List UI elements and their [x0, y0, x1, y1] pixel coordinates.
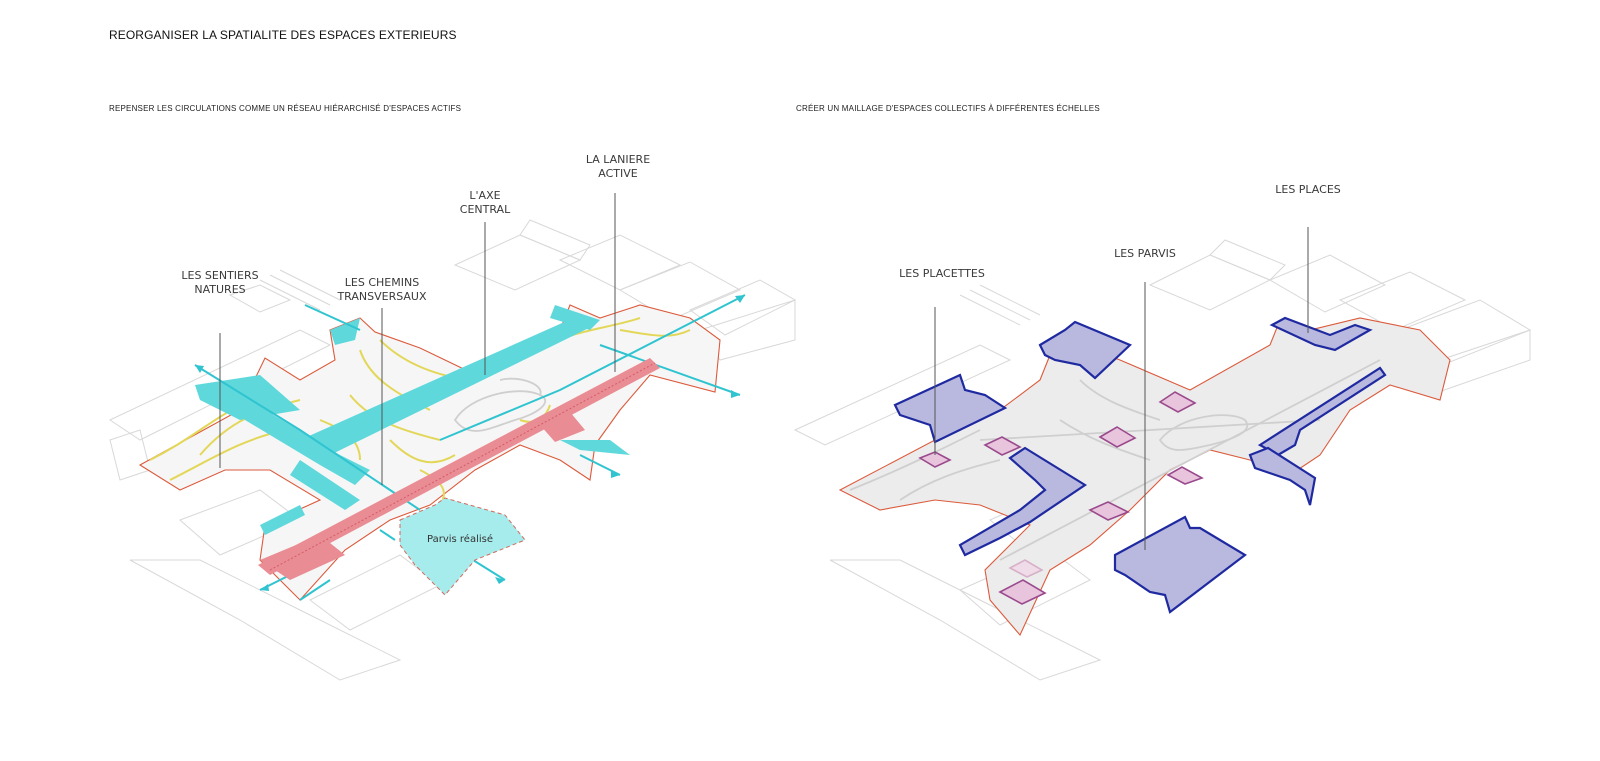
active-strip	[258, 358, 660, 580]
label-parvis: LES PARVIS	[1114, 247, 1176, 260]
left-subtitle: REPENSER LES CIRCULATIONS COMME UN RÉSEA…	[109, 104, 462, 113]
circulation-arrows	[194, 294, 746, 601]
place-right-small	[1248, 446, 1317, 506]
place-top-left	[893, 373, 1008, 444]
page-title: REORGANISER LA SPATIALITE DES ESPACES EX…	[109, 28, 457, 42]
label-axe-line1: L'AXE	[469, 189, 500, 202]
circulation-network	[195, 305, 630, 535]
place-bottom-large	[1113, 515, 1247, 614]
label-sentiers-line2: NATURES	[194, 283, 245, 296]
places-areas	[893, 316, 1387, 614]
label-chemins-line2: TRANSVERSAUX	[336, 290, 427, 303]
label-axe-line2: CENTRAL	[460, 203, 511, 216]
parvis-realise-area	[399, 497, 526, 596]
label-chemins-line1: LES CHEMINS	[345, 276, 419, 289]
right-diagram: LES PLACETTES LES PARVIS LES PLACES	[793, 183, 1532, 681]
place-left-band	[958, 446, 1088, 557]
left-diagram: Parvis réalisé LES SENTIERS NATURES LES …	[108, 153, 797, 681]
label-laniere-line2: ACTIVE	[598, 167, 638, 180]
parvis-realise-label: Parvis réalisé	[427, 533, 493, 545]
label-laniere-line1: LA LANIERE	[586, 153, 650, 166]
right-subtitle: CRÉER UN MAILLAGE D'ESPACES COLLECTIFS À…	[796, 104, 1100, 113]
place-top-small	[1038, 320, 1132, 380]
place-top-right-band	[1269, 316, 1373, 352]
label-places: LES PLACES	[1275, 183, 1341, 196]
label-sentiers-line1: LES SENTIERS	[181, 269, 258, 282]
label-placettes: LES PLACETTES	[899, 267, 985, 280]
placettes-areas	[918, 391, 1204, 605]
right-paths	[849, 359, 1381, 561]
